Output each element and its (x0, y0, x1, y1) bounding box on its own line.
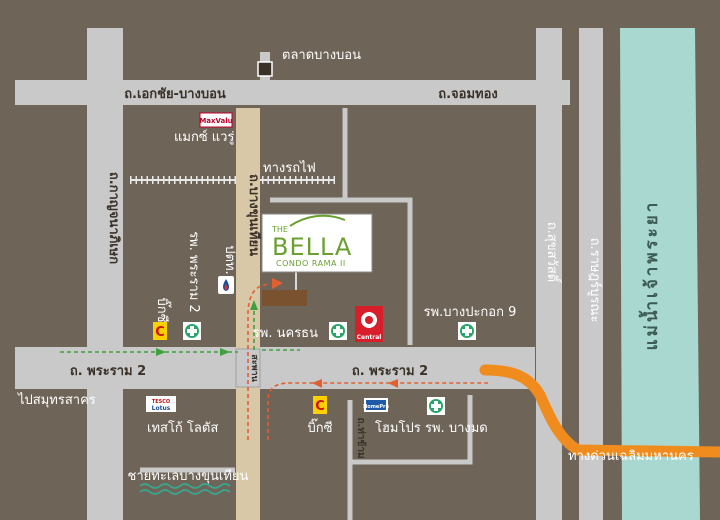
project-sign: THE BELLA CONDO RAMA II (261, 213, 373, 273)
river-chao-phraya (620, 28, 700, 520)
label-maxvalu: แมกซ์ แวรู่ (174, 129, 234, 145)
label-expressway: ทางด่วนเฉลิมมหานคร (568, 449, 694, 464)
route-arrows-orange (272, 278, 398, 388)
market-icon (257, 61, 273, 77)
label-road-ekachai: ถ.เอกชัย-บางบอน (124, 87, 226, 102)
maxvalu-icon (199, 112, 233, 128)
beach-waves-icon (139, 483, 231, 495)
route-arrows-green (156, 300, 258, 356)
road-kanchanaphisek (87, 28, 123, 520)
expressway-chaloem-mahanakhon (479, 364, 720, 458)
minor-road-bangmod (350, 395, 473, 465)
road-rama2 (15, 347, 535, 389)
minor-road-project-loop (270, 197, 413, 345)
route-to-project (247, 283, 271, 440)
label-road-tha-kham: ถ.ท่าข้าม (355, 417, 367, 458)
label-ptt: ปตท. (222, 245, 237, 274)
label-river: แม่น้ำเจ้าพระยา (638, 200, 662, 351)
road-ratburana (579, 28, 603, 520)
project-subtitle: CONDO RAMA II (276, 259, 346, 268)
label-road-rama2-left: ถ. พระราม 2 (70, 364, 146, 379)
tesco-lotus-icon (146, 396, 176, 412)
label-road-bang-khun-thian: ถ.บางขุนเทียน (246, 174, 262, 256)
project-building (262, 290, 307, 306)
label-homepro: โฮมโปร (375, 420, 421, 436)
label-bang-bon-market: ตลาดบางบอน (282, 48, 361, 63)
label-nakhon-thon: รพ. นครธน (253, 326, 318, 341)
label-road-kanchanaphisek: ถ.กาญจนาภิเษก (106, 172, 121, 264)
maxvalu-logo: MaxValu (199, 117, 232, 125)
icons: MaxValu C Central TESCO Lotus C (139, 61, 476, 495)
route-green (60, 310, 300, 353)
label-bangmod: รพ. บางมด (425, 421, 488, 436)
label-road-rama2-right: ถ. พระราม 2 (352, 364, 428, 379)
label-railway: ทางรถไฟ (263, 160, 316, 176)
homepro-logo: HomePro (363, 404, 389, 410)
svg-text:C: C (315, 399, 325, 414)
label-bigc-bottom: บิ๊กซี (308, 418, 333, 436)
label-overpass: สะพาน (249, 354, 259, 382)
label-rama2-hospital: รพ. พระราม 2 (186, 231, 201, 313)
bigc-icon-bottom (313, 396, 327, 414)
major-roads (15, 28, 603, 520)
bigc-icon-top (153, 322, 167, 340)
labels: ตลาดบางบอน ถ.เอกชัย-บางบอน ถ.จอมทอง แมกซ… (17, 48, 694, 484)
label-road-chomthong: ถ.จอมทอง (438, 87, 498, 102)
project-bella: BELLA (272, 233, 352, 261)
label-road-suksawat: ถ.สุขสวัสดิ์ (544, 222, 562, 284)
label-beach: ชายทะเลบางขุนเทียน (128, 468, 249, 484)
project-the: THE (271, 225, 288, 234)
route-from-expressway (267, 382, 488, 440)
tesco-logo-top: TESCO (152, 399, 170, 405)
minor-roads (115, 108, 473, 520)
label-tesco: เทสโก้ โลตัส (147, 420, 218, 436)
label-bigc-top: บิ๊กซี (154, 298, 172, 323)
label-to-samut-sakhon: ไปสมุทรสาคร (17, 392, 96, 408)
label-road-ratburana: ถ.ราษฎร์บูรณะ (587, 238, 603, 323)
central-logo: Central (357, 334, 382, 341)
route-dashed (247, 283, 488, 440)
label-bangpakok: รพ.บางปะกอก 9 (424, 305, 517, 320)
tesco-logo: Lotus (152, 405, 171, 412)
svg-text:C: C (155, 325, 165, 340)
